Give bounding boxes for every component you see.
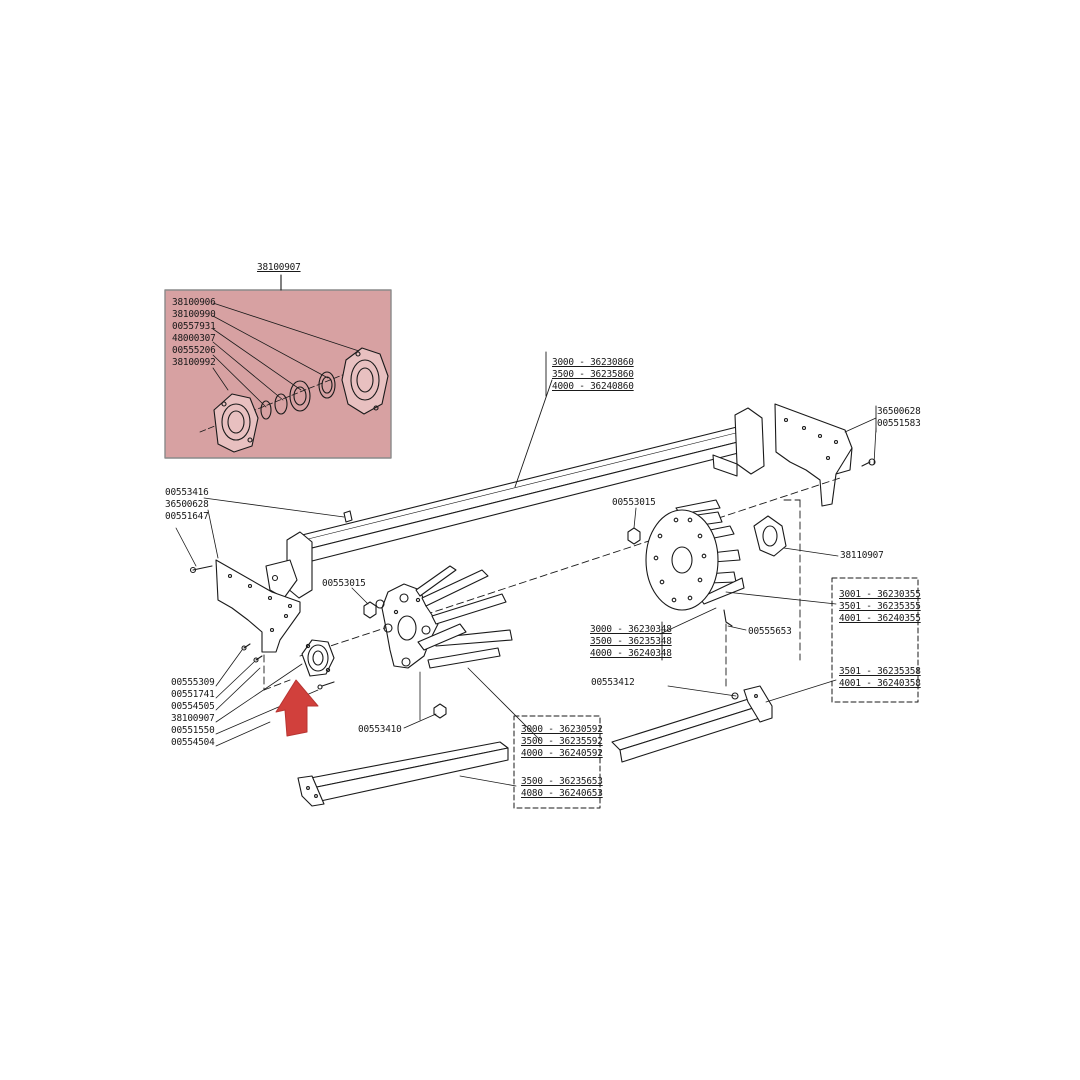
part-label: 38100907 <box>171 713 215 724</box>
bottom-right-bolt-label: 00553412 <box>591 677 635 688</box>
bottom-bolt-label: 00553410 <box>358 724 402 735</box>
inset-part-label: 38100992 <box>172 357 216 368</box>
part-label: 3500 - 36235592 <box>521 736 603 747</box>
part-label: 00555309 <box>171 677 215 688</box>
inset-part-label: 00555206 <box>172 345 216 356</box>
inset-assembly-code: 38100907 <box>257 262 301 273</box>
left-rotor <box>363 565 513 669</box>
beam-variant-label: 4000 - 36240860 <box>552 381 634 392</box>
right-small-hub-label: 38110907 <box>840 550 884 561</box>
bearing-inset <box>164 274 392 459</box>
inset-part-label: 48000307 <box>172 333 216 344</box>
ring-2 <box>274 393 288 415</box>
part-label: 3501 - 36235355 <box>839 601 921 612</box>
part-label: 3000 - 36230348 <box>590 624 672 635</box>
inset-part-label: 38100990 <box>172 309 216 320</box>
beam-variant-label: 3500 - 36235860 <box>552 369 634 380</box>
part-label: 3500 - 36235348 <box>590 636 672 647</box>
main-beam <box>265 407 765 599</box>
beam-variant-label: 3000 - 36230860 <box>552 357 634 368</box>
inset-parts-list: 38100906 38100990 00557931 48000307 0055… <box>172 297 216 369</box>
part-label: 00554504 <box>171 737 215 748</box>
right-rods-codes: 3001 - 36230355 3501 - 36235355 4001 - 3… <box>839 589 921 625</box>
ring-3 <box>318 371 336 399</box>
beam-variants: 3000 - 36230860 3500 - 36235860 4000 - 3… <box>552 357 634 393</box>
part-label: 3000 - 36230592 <box>521 724 603 735</box>
left-bracket-codes: 00553416 36500628 00551647 <box>165 487 209 523</box>
lower-rods-box <box>513 715 601 809</box>
right-rods-box <box>831 577 919 703</box>
part-label: 36500628 <box>165 499 209 510</box>
part-label: 4000 - 36240348 <box>590 648 672 659</box>
highlight-arrow <box>275 679 319 737</box>
flange-left <box>213 393 259 453</box>
left-fasteners <box>241 643 263 663</box>
inset-part-label: 00557931 <box>172 321 216 332</box>
part-label: 4000 - 36240592 <box>521 748 603 759</box>
left-bracket <box>189 559 301 653</box>
right-hub-bolt-label: 00553015 <box>612 497 656 508</box>
inset-part-label: 38100906 <box>172 297 216 308</box>
middle-rods-codes: 3000 - 36230348 3500 - 36235348 4000 - 3… <box>590 624 672 660</box>
part-label: 00551647 <box>165 511 209 522</box>
part-label: 00551741 <box>171 689 215 700</box>
part-label: 3500 - 36235653 <box>521 776 603 787</box>
part-label: 3001 - 36230355 <box>839 589 921 600</box>
right-bracket-codes: 36500628 00551583 <box>877 406 921 430</box>
bearing <box>289 380 311 412</box>
part-label: 4080 - 36240653 <box>521 788 603 799</box>
left-hub-bolt-label: 00553015 <box>322 578 366 589</box>
lower-right-bar <box>611 685 773 763</box>
part-label: 4001 - 36240355 <box>839 613 921 624</box>
flange-right <box>341 347 389 415</box>
part-label: 00554505 <box>171 701 215 712</box>
lower-rods-codes-b: 3500 - 36235653 4080 - 36240653 <box>521 776 603 800</box>
part-label: 00551550 <box>171 725 215 736</box>
part-label: 00553416 <box>165 487 209 498</box>
pin-label: 00555653 <box>748 626 792 637</box>
right-rotor <box>627 499 745 627</box>
ring-1 <box>260 400 272 420</box>
right-bracket <box>774 403 876 507</box>
right-small-hub <box>753 515 787 557</box>
part-label: 36500628 <box>877 406 921 417</box>
part-label: 00551583 <box>877 418 921 429</box>
part-label: 4001 - 36240358 <box>839 678 921 689</box>
lower-left-bar <box>297 741 509 807</box>
beam-callout-line <box>514 379 553 488</box>
part-label: 3501 - 36235358 <box>839 666 921 677</box>
left-hub <box>301 639 335 690</box>
right-bar-codes: 3501 - 36235358 4001 - 36240358 <box>839 666 921 690</box>
left-parts-codes: 00555309 00551741 00554505 38100907 0055… <box>171 677 215 749</box>
lower-rods-codes-a: 3000 - 36230592 3500 - 36235592 4000 - 3… <box>521 724 603 760</box>
